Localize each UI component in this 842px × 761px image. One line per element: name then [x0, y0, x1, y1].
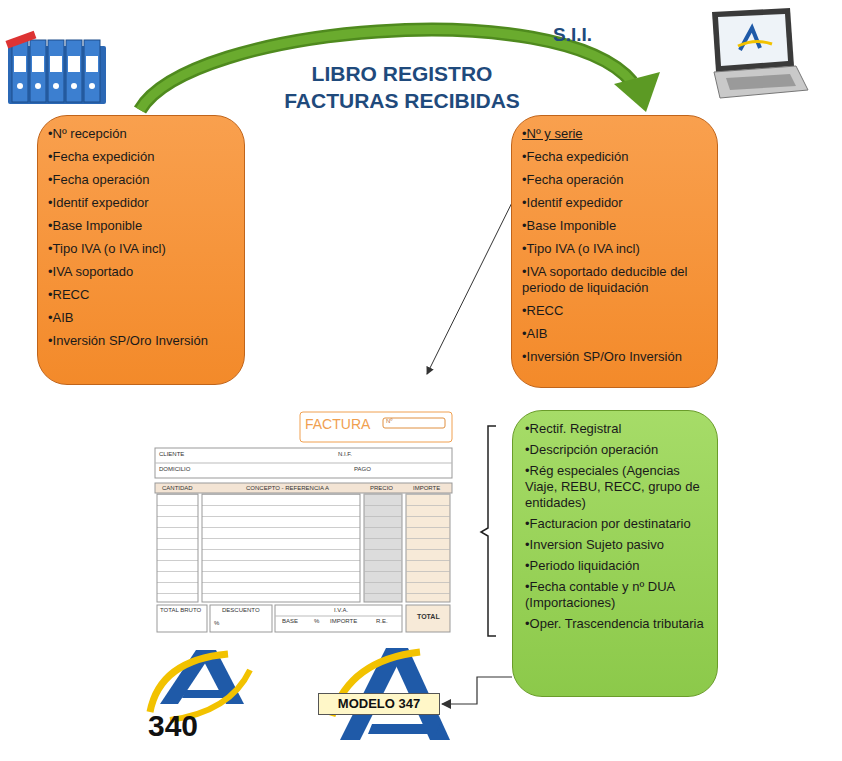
table-footer: I.V.A.	[334, 607, 348, 614]
table-header: CANTIDAD	[162, 485, 193, 492]
invoice-field: Nº	[386, 418, 393, 425]
node-text: •Base Imponible	[48, 218, 234, 234]
laptop-icon	[712, 8, 808, 98]
table-header: IMPORTE	[413, 485, 440, 492]
node-text: •RECC	[522, 303, 707, 319]
table-footer: %	[214, 620, 219, 627]
node-text: •Nº recepción	[48, 126, 234, 142]
node-text: •Fecha operación	[48, 172, 234, 188]
node-text: •AIB	[522, 326, 707, 342]
node-text: •Tipo IVA (o IVA incl)	[522, 241, 707, 257]
table-footer: R.E.	[376, 618, 388, 625]
node-text: •Tipo IVA (o IVA incl)	[48, 241, 234, 257]
node-text: •Fecha expedición	[522, 149, 707, 165]
node-text: •AIB	[48, 310, 234, 326]
node-text: •Fecha contable y nº DUA (Importaciones)	[525, 579, 707, 611]
model-label: MODELO 347	[318, 693, 440, 715]
node-text: •Inversión SP/Oro Inversión	[48, 333, 234, 349]
invoice-illustration	[155, 412, 452, 632]
node-text: MODELO 347	[323, 696, 435, 712]
table-footer: TOTAL BRUTO	[160, 607, 201, 614]
system-label: S.I.I.	[553, 24, 592, 46]
field-list-box: •Nº recepción •Fecha expedición •Fecha ope…	[37, 115, 245, 385]
table-footer: DESCUENTO	[222, 607, 260, 614]
node-text: •Fecha operación	[522, 172, 707, 188]
table-footer: BASE	[282, 618, 298, 625]
diagram-title: LIBRO REGISTRO FACTURAS RECIBIDAS	[262, 60, 542, 114]
node-text: •RECC	[48, 287, 234, 303]
node-text: •Rég especiales (Agencias Viaje, REBU, R…	[525, 463, 707, 511]
invoice-field: DOMICILIO	[159, 466, 190, 473]
node-text: •IVA soportado deducible del periodo de …	[522, 264, 707, 296]
invoice-title: FACTURA	[305, 416, 370, 432]
model-number: 340	[148, 708, 198, 743]
field-list-box: •Nº y serie •Fecha expedición •Fecha opera…	[511, 115, 718, 388]
node-text: •Descripción operación	[525, 442, 707, 458]
node-text: •Inversion Sujeto pasivo	[525, 537, 707, 553]
node-text: •Fecha expedición	[48, 149, 234, 165]
invoice-field: PAGO	[354, 466, 371, 473]
invoice-field: CLIENTE	[159, 451, 184, 458]
table-header: PRECIO	[370, 485, 393, 492]
extra-fields-box: •Rectif. Registral •Descripción operación…	[512, 410, 718, 697]
node-text: •Base Imponible	[522, 218, 707, 234]
node-text: •Identif expedidor	[48, 195, 234, 211]
node-text: •Rectif. Registral	[525, 421, 707, 437]
invoice-field: N.I.F.	[338, 451, 352, 458]
connector-arrow	[442, 677, 512, 704]
node-text: •Nº y serie	[522, 126, 707, 142]
node-text: •Inversión SP/Oro Inversión	[522, 349, 707, 365]
table-footer: %	[314, 618, 319, 625]
node-text: •Facturacion por destinatario	[525, 516, 707, 532]
node-text: •IVA soportado	[48, 264, 234, 280]
node-text: •Identif expedidor	[522, 195, 707, 211]
node-text: •Oper. Trascendencia tributaria	[525, 616, 707, 632]
binders-icon	[5, 31, 106, 104]
table-header: CONCEPTO - REFERENCIA A	[246, 485, 329, 492]
node-text: •Periodo liquidación	[525, 558, 707, 574]
table-footer: TOTAL	[417, 613, 440, 621]
table-footer: IMPORTE	[330, 618, 357, 625]
bracket	[481, 426, 496, 636]
